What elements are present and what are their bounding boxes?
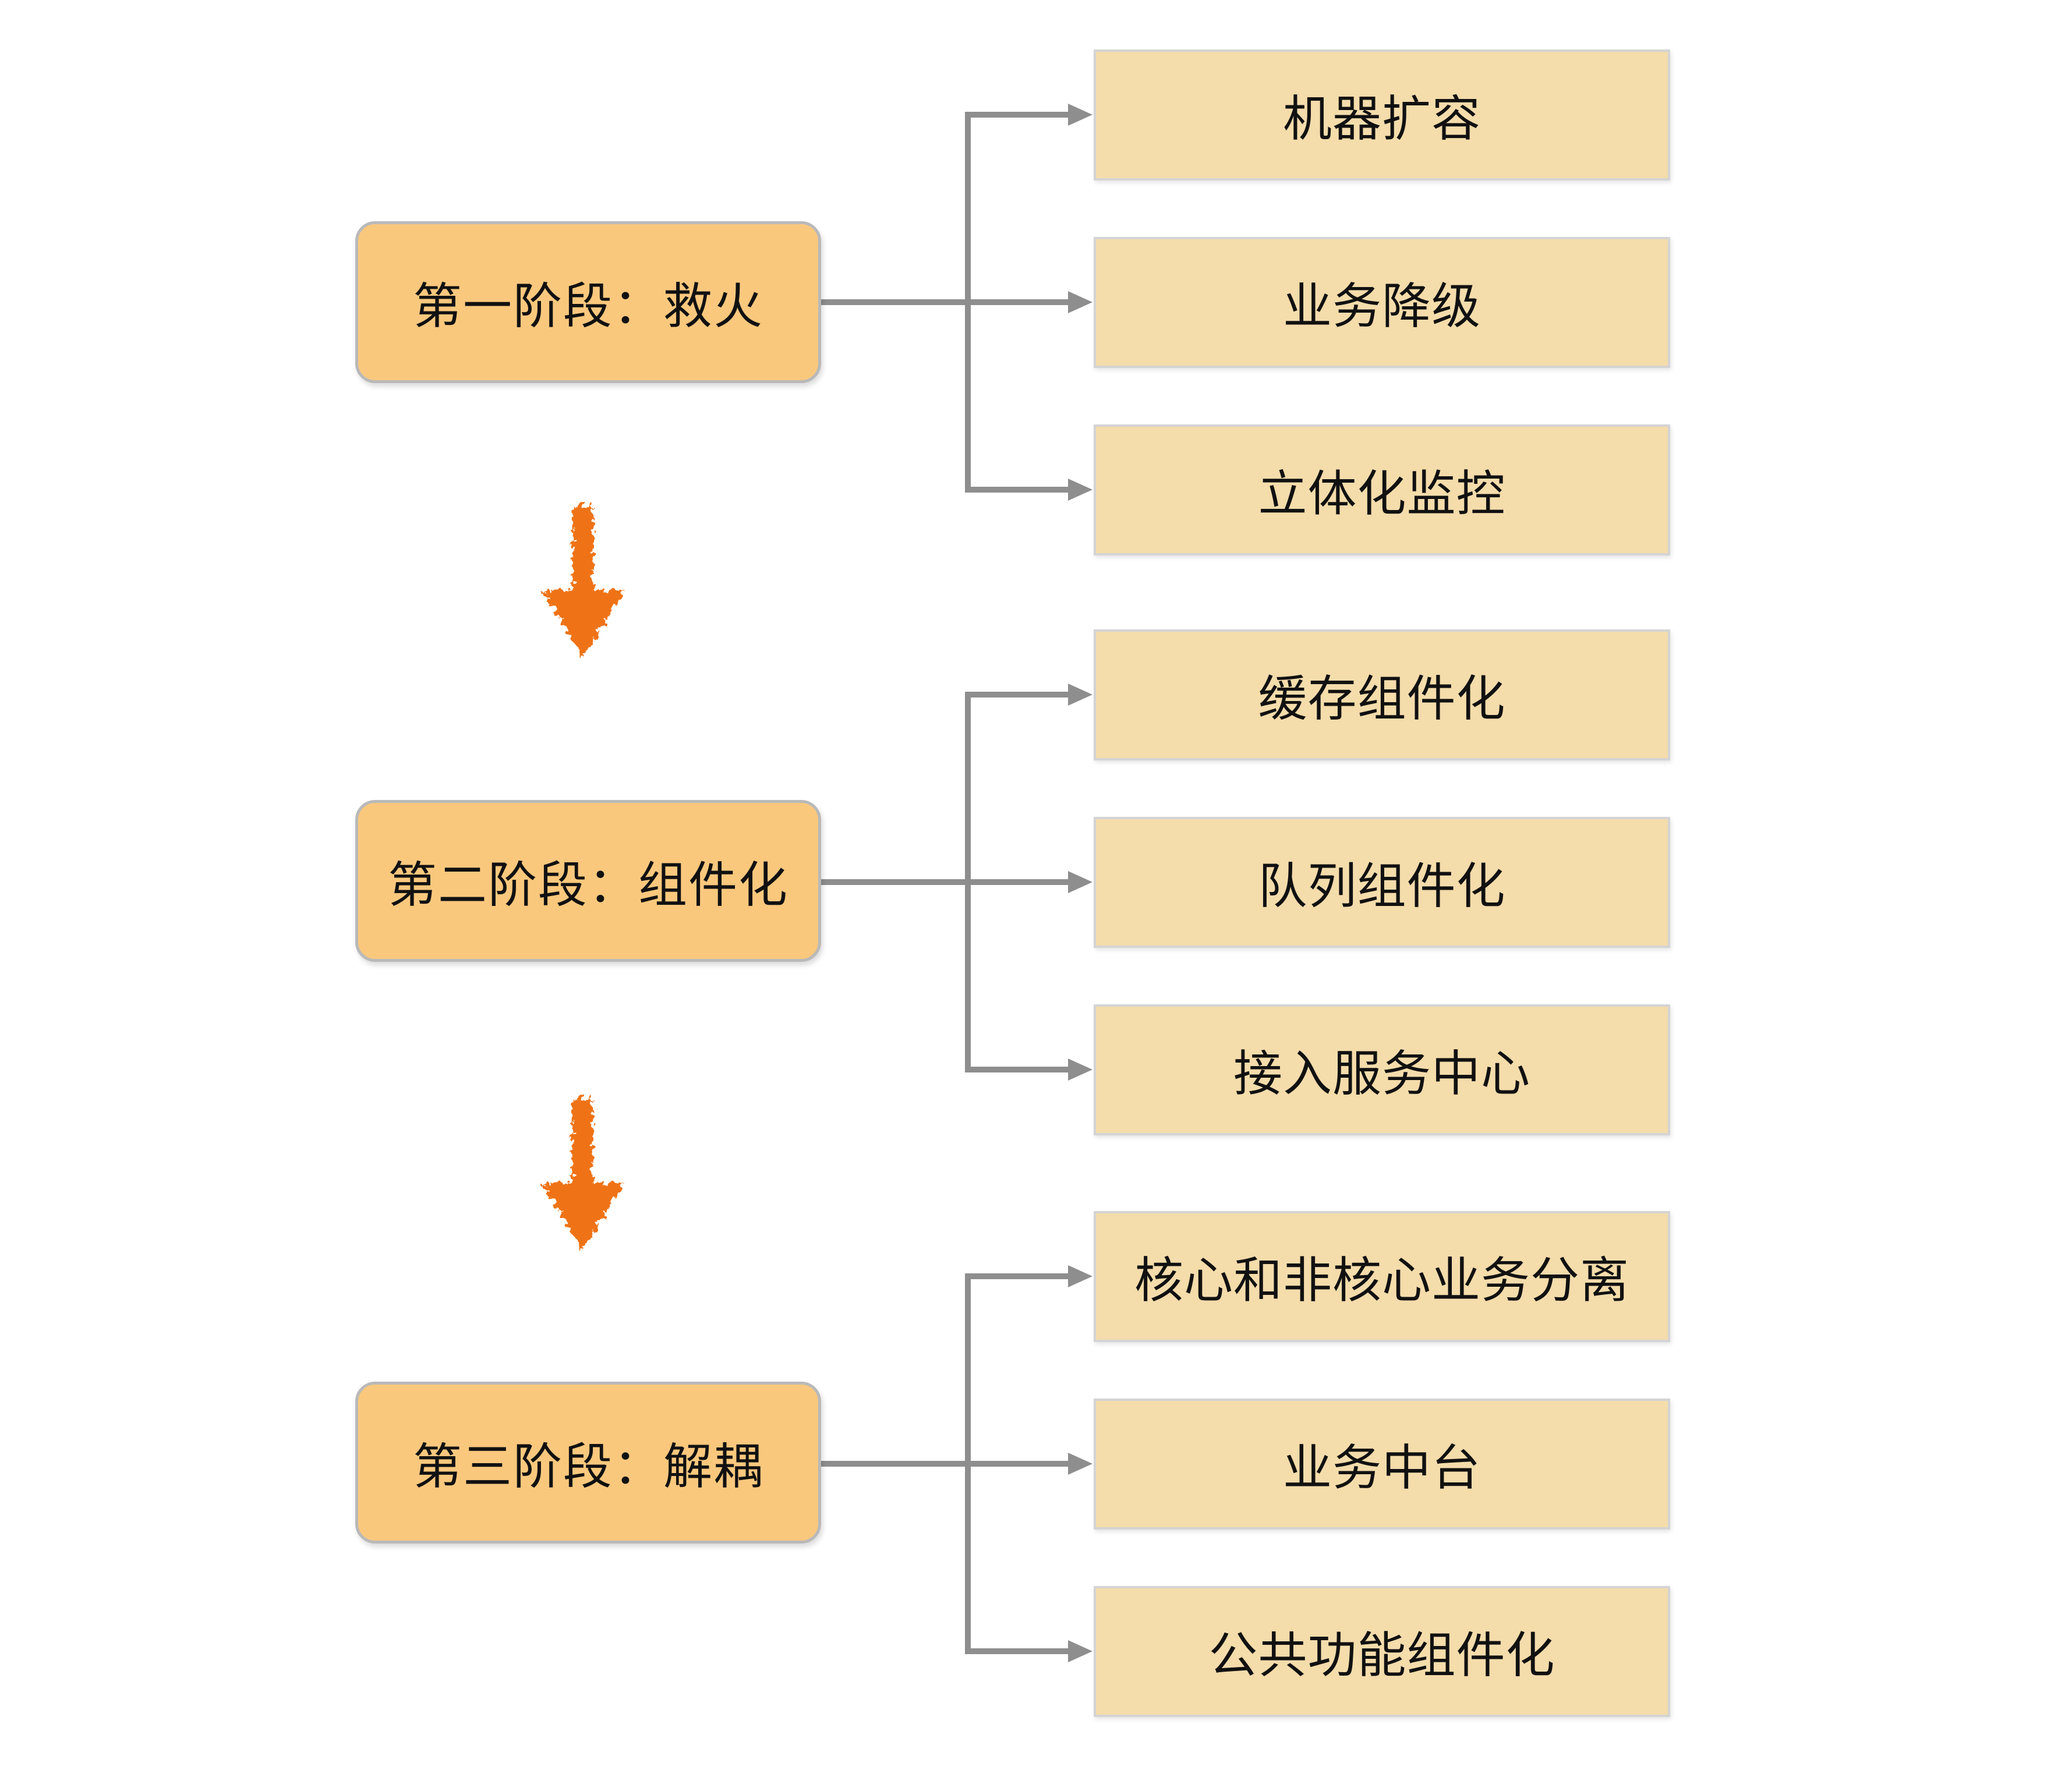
stage-3-box: 第三阶段：解耦 <box>355 1382 821 1544</box>
right-arrowhead-icon <box>1068 1059 1092 1081</box>
stage-2-label: 第二阶段：组件化 <box>387 857 789 912</box>
stage-3-item-3-label: 公共功能组件化 <box>1208 1628 1555 1683</box>
stage-2-item-3-label: 接入服务中心 <box>1233 1046 1530 1101</box>
connector-branch-bottom-line <box>965 487 1072 493</box>
right-arrowhead-icon <box>1068 871 1092 893</box>
stage-1-item-1-box: 机器扩容 <box>1094 49 1670 180</box>
right-arrowhead-icon <box>1068 1453 1092 1475</box>
stage-3-label: 第三阶段：解耦 <box>412 1439 763 1494</box>
stage-3-item-2-box: 业务中台 <box>1094 1399 1670 1530</box>
stage-2-box: 第二阶段：组件化 <box>355 800 821 962</box>
stage-1-item-3-label: 立体化监控 <box>1258 466 1506 521</box>
stage-3-item-3-box: 公共功能组件化 <box>1094 1586 1670 1717</box>
stage-3-item-1-label: 核心和非核心业务分离 <box>1134 1253 1629 1308</box>
connector-trunk-line <box>965 692 971 1072</box>
connector-branch-top-line <box>965 692 1072 698</box>
stage-2-item-1-box: 缓存组件化 <box>1094 629 1670 760</box>
stage-2-item-1-label: 缓存组件化 <box>1258 671 1506 726</box>
right-arrowhead-icon <box>1068 1640 1092 1662</box>
right-arrowhead-icon <box>1068 291 1092 313</box>
connector-branch-top-line <box>965 112 1072 118</box>
stage-3-item-1-box: 核心和非核心业务分离 <box>1094 1211 1670 1342</box>
stage-1-item-1-label: 机器扩容 <box>1282 91 1481 146</box>
right-arrowhead-icon <box>1068 104 1092 126</box>
stage-1-item-2-box: 业务降级 <box>1094 237 1670 368</box>
connector-branch-bottom-line <box>965 1648 1072 1654</box>
stage-1-item-3-box: 立体化监控 <box>1094 424 1670 555</box>
connector-main-line <box>821 1461 1072 1467</box>
stage-2-item-3-box: 接入服务中心 <box>1094 1004 1670 1135</box>
connector-trunk-line <box>965 112 971 493</box>
connector-branch-bottom-line <box>965 1067 1072 1072</box>
stage-2-item-2-box: 队列组件化 <box>1094 817 1670 948</box>
down-arrow-icon <box>542 505 625 657</box>
stage-1-box: 第一阶段：救火 <box>355 221 821 383</box>
stage-2-item-2-label: 队列组件化 <box>1258 859 1506 914</box>
right-arrowhead-icon <box>1068 1265 1092 1287</box>
connector-trunk-line <box>965 1273 971 1654</box>
stage-1-item-2-label: 业务降级 <box>1282 279 1481 334</box>
down-arrow-icon <box>542 1098 624 1249</box>
connector-main-line <box>821 299 1072 305</box>
connector-branch-top-line <box>965 1273 1072 1279</box>
stage-1-label: 第一阶段：救火 <box>412 278 763 334</box>
right-arrowhead-icon <box>1068 479 1092 501</box>
stage-3-item-2-label: 业务中台 <box>1282 1440 1481 1495</box>
connector-main-line <box>821 879 1072 885</box>
right-arrowhead-icon <box>1068 684 1092 706</box>
